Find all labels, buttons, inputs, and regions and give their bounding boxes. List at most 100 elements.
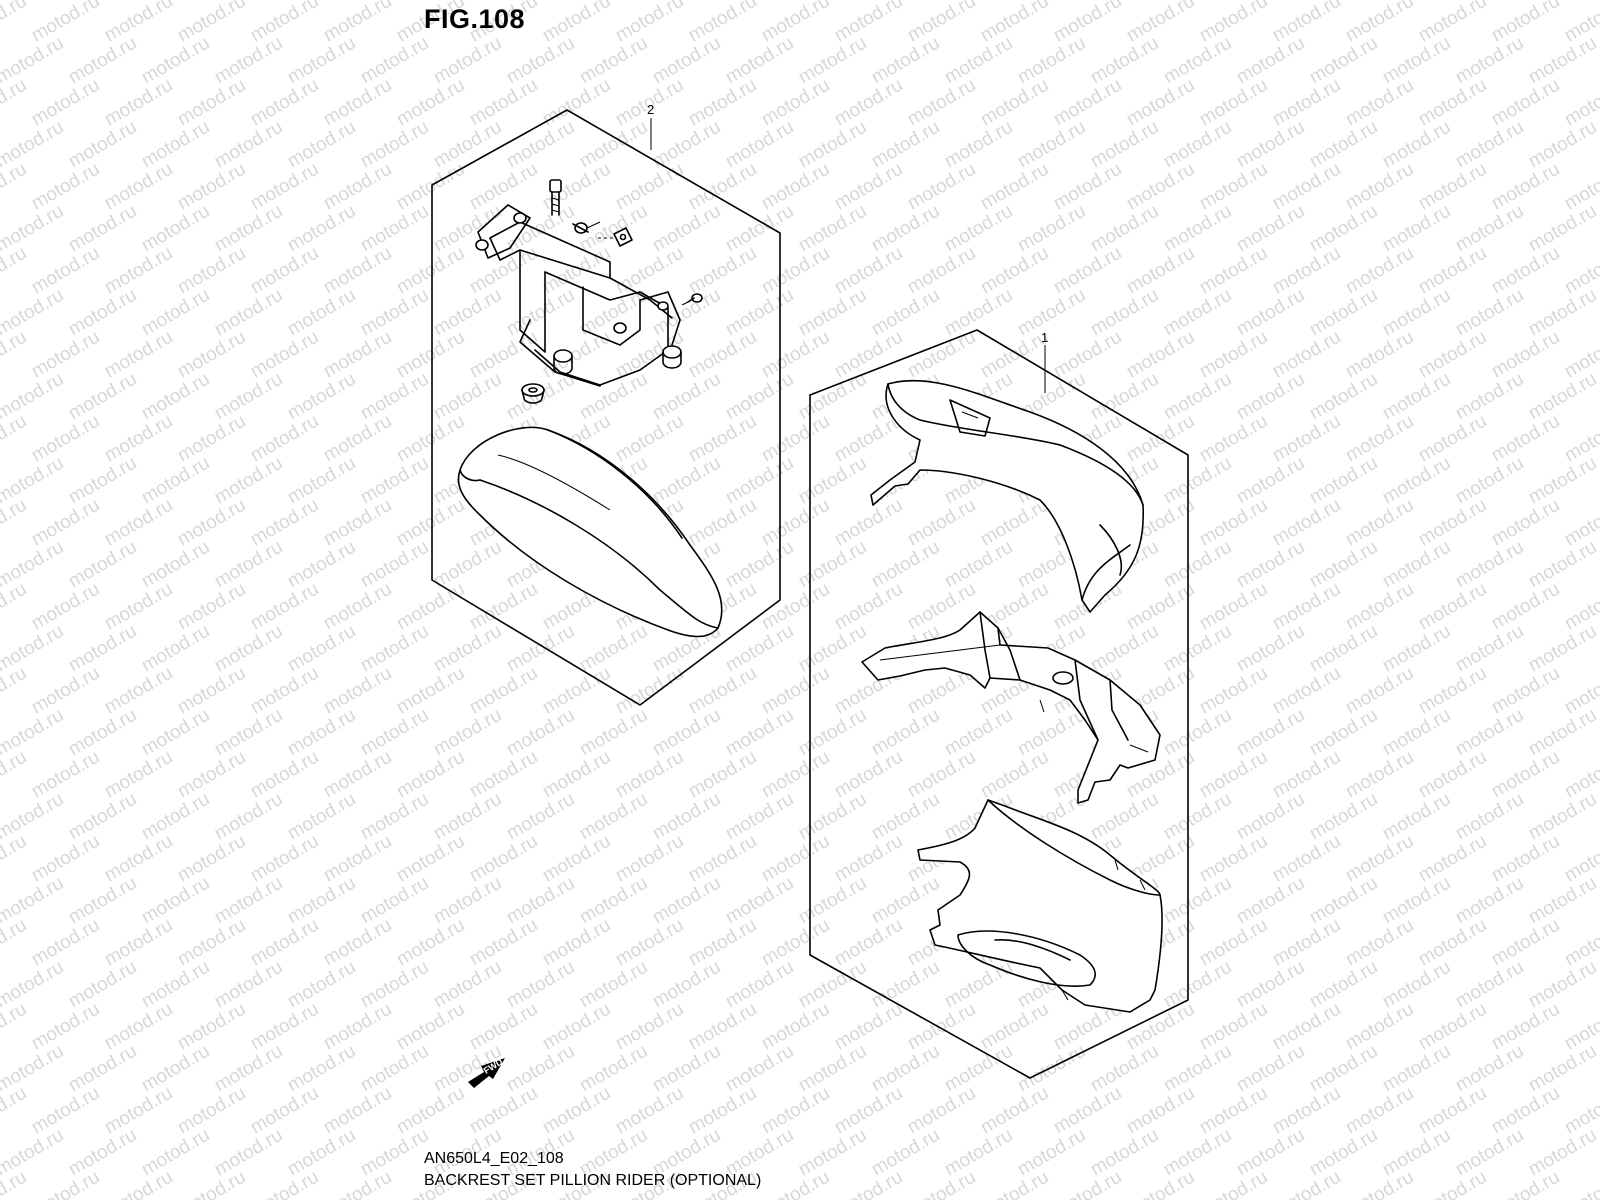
watermark-text: motod.ru <box>1306 537 1381 593</box>
watermark-text: motod.ru <box>357 705 432 761</box>
watermark-text: motod.ru <box>1525 873 1600 929</box>
watermark-text: motod.ru <box>1233 1125 1308 1181</box>
screw-icon <box>572 221 601 234</box>
watermark-text: motod.ru <box>1415 327 1490 383</box>
watermark-text: motod.ru <box>211 621 286 677</box>
watermark-text: motod.ru <box>1269 327 1344 383</box>
watermark-text: motod.ru <box>795 201 870 257</box>
watermark-text: motod.ru <box>758 327 833 383</box>
watermark-text: motod.ru <box>357 537 432 593</box>
watermark-text: motod.ru <box>1196 1083 1271 1139</box>
watermark-text: motod.ru <box>1488 663 1563 719</box>
watermark-text: motod.ru <box>612 915 687 971</box>
watermark-text: motod.ru <box>393 579 468 635</box>
watermark-text: motod.ru <box>284 33 359 89</box>
watermark-text: motod.ru <box>576 117 651 173</box>
bolt-icon <box>549 179 562 216</box>
watermark-text: motod.ru <box>649 201 724 257</box>
watermark-text: motod.ru <box>1269 747 1344 803</box>
watermark-text: motod.ru <box>1415 663 1490 719</box>
watermark-text: motod.ru <box>941 705 1016 761</box>
watermark-text: motod.ru <box>539 0 614 46</box>
watermark-text: motod.ru <box>1196 327 1271 383</box>
watermark-text: motod.ru <box>722 957 797 1013</box>
watermark-text: motod.ru <box>65 621 140 677</box>
upper-cover-panel <box>870 379 1145 613</box>
watermark-text: motod.ru <box>1160 621 1235 677</box>
watermark-text: motod.ru <box>1233 789 1308 845</box>
grommet-icon <box>521 383 545 404</box>
watermark-text: motod.ru <box>1342 495 1417 551</box>
watermark-text: motod.ru <box>1342 1167 1417 1200</box>
watermark-text: motod.ru <box>138 33 213 89</box>
watermark-text: motod.ru <box>393 75 468 131</box>
watermark-text: motod.ru <box>1050 0 1125 46</box>
watermark-text: motod.ru <box>174 831 249 887</box>
watermark-text: motod.ru <box>1488 411 1563 467</box>
watermark-text: motod.ru <box>904 495 979 551</box>
watermark-text: motod.ru <box>1306 957 1381 1013</box>
watermark-text: motod.ru <box>1379 537 1454 593</box>
watermark-text: motod.ru <box>320 747 395 803</box>
watermark-text: motod.ru <box>1123 243 1198 299</box>
watermark-text: motod.ru <box>722 33 797 89</box>
watermark-text: motod.ru <box>831 831 906 887</box>
watermark-text: motod.ru <box>101 663 176 719</box>
watermark-text: motod.ru <box>1196 75 1271 131</box>
watermark-text: motod.ru <box>649 33 724 89</box>
watermark-text: motod.ru <box>1233 201 1308 257</box>
watermark-text: motod.ru <box>649 453 724 509</box>
watermark-text: motod.ru <box>138 789 213 845</box>
watermark-text: motod.ru <box>1050 1083 1125 1139</box>
watermark-text: motod.ru <box>101 411 176 467</box>
watermark-text: motod.ru <box>1342 75 1417 131</box>
watermark-text: motod.ru <box>466 831 541 887</box>
watermark-text: motod.ru <box>65 453 140 509</box>
watermark-text: motod.ru <box>320 831 395 887</box>
watermark-text: motod.ru <box>722 705 797 761</box>
watermark-text: motod.ru <box>941 1125 1016 1181</box>
watermark-text: motod.ru <box>758 663 833 719</box>
watermark-text: motod.ru <box>1123 1083 1198 1139</box>
watermark-text: motod.ru <box>1306 453 1381 509</box>
watermark-text: motod.ru <box>1306 1041 1381 1097</box>
watermark-text: motod.ru <box>1233 705 1308 761</box>
watermark-text: motod.ru <box>174 75 249 131</box>
watermark-text: motod.ru <box>1379 789 1454 845</box>
figure-caption: BACKREST SET PILLION RIDER (OPTIONAL) <box>424 1172 762 1189</box>
watermark-text: motod.ru <box>1561 1167 1600 1200</box>
watermark-text: motod.ru <box>320 0 395 46</box>
watermark-text: motod.ru <box>1525 33 1600 89</box>
watermark-text: motod.ru <box>28 999 103 1055</box>
watermark-text: motod.ru <box>503 1041 578 1097</box>
watermark-text: motod.ru <box>1160 789 1235 845</box>
watermark-text: motod.ru <box>1379 201 1454 257</box>
watermark-text: motod.ru <box>868 873 943 929</box>
watermark-text: motod.ru <box>466 159 541 215</box>
watermark-text: motod.ru <box>211 117 286 173</box>
watermark-text: motod.ru <box>1087 1041 1162 1097</box>
watermark-text: motod.ru <box>101 243 176 299</box>
watermark-text: motod.ru <box>831 915 906 971</box>
watermark-text: motod.ru <box>211 537 286 593</box>
watermark-text: motod.ru <box>722 117 797 173</box>
watermark-text: motod.ru <box>795 873 870 929</box>
watermark-text: motod.ru <box>357 117 432 173</box>
watermark-text: motod.ru <box>1525 789 1600 845</box>
watermark-text: motod.ru <box>1525 453 1600 509</box>
watermark-text: motod.ru <box>795 369 870 425</box>
watermark-text: motod.ru <box>393 327 468 383</box>
watermark-text: motod.ru <box>1233 369 1308 425</box>
watermark-text: motod.ru <box>977 159 1052 215</box>
watermark-text: motod.ru <box>1525 117 1600 173</box>
watermark-text: motod.ru <box>1452 201 1527 257</box>
watermark-text: motod.ru <box>1014 1041 1089 1097</box>
watermark-text: motod.ru <box>1488 0 1563 46</box>
watermark-text: motod.ru <box>1160 33 1235 89</box>
watermark-text: motod.ru <box>1488 579 1563 635</box>
watermark-text: motod.ru <box>1452 537 1527 593</box>
watermark-text: motod.ru <box>430 369 505 425</box>
watermark-text: motod.ru <box>65 705 140 761</box>
watermark-text: motod.ru <box>612 831 687 887</box>
watermark-text: motod.ru <box>685 75 760 131</box>
